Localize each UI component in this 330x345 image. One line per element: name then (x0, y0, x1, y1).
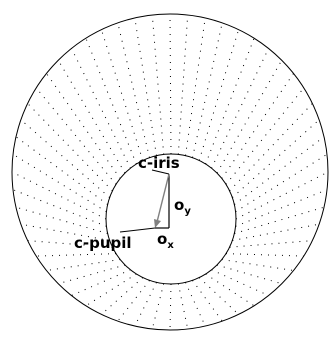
radial-dotted-line (85, 38, 137, 165)
radial-dotted-line (27, 103, 113, 192)
radial-dotted-line (234, 136, 325, 205)
radial-dotted-line (234, 206, 325, 234)
radial-dotted-line (134, 282, 157, 327)
radial-dotted-line (169, 283, 172, 331)
radial-dotted-line (46, 259, 121, 271)
dotted-radial-lines (11, 13, 329, 331)
radial-dotted-line (151, 283, 165, 330)
radial-dotted-line (169, 13, 172, 155)
radial-dotted-line (198, 29, 240, 161)
offset-y-base: o (174, 196, 184, 214)
radial-dotted-line (205, 38, 255, 165)
radial-dotted-line (198, 277, 239, 315)
radial-dotted-line (177, 283, 189, 330)
c-iris-label: c-iris (138, 154, 180, 172)
radial-dotted-line (211, 48, 269, 169)
radial-dotted-line (100, 29, 144, 161)
radial-dotted-line (225, 253, 304, 257)
radial-dotted-line (117, 280, 150, 322)
inner-circle (105, 153, 237, 285)
center-offset-arrow-shaft (156, 173, 170, 223)
radial-dotted-line (11, 171, 107, 220)
radial-dotted-line (192, 22, 223, 158)
radial-dotted-line (151, 14, 165, 155)
offset-x-label: ox (157, 230, 174, 251)
radial-dotted-line (216, 264, 282, 285)
offset-x-subscript: x (167, 240, 174, 251)
radial-dotted-line (235, 189, 328, 227)
radial-dotted-line (15, 136, 108, 205)
offset-y-subscript: y (184, 206, 191, 217)
radial-dotted-line (71, 48, 131, 169)
c-pupil-pointer (119, 227, 156, 233)
radial-dotted-line (229, 103, 313, 192)
radial-dotted-line (134, 17, 157, 156)
radial-dotted-line (58, 264, 126, 285)
radial-dotted-line (15, 206, 108, 234)
offset-x-base: o (157, 230, 167, 248)
center-offset-arrow-head (154, 219, 161, 228)
radial-dotted-line (20, 119, 110, 198)
c-pupil-label: c-pupil (74, 234, 132, 252)
radial-dotted-line (36, 253, 117, 257)
outer-circle (11, 13, 329, 331)
radial-dotted-line (85, 273, 137, 307)
radial-dotted-line (46, 73, 121, 179)
radial-dotted-line (235, 153, 328, 213)
radial-dotted-line (12, 189, 107, 227)
radial-dotted-line (12, 153, 107, 213)
radial-dotted-line (235, 171, 329, 220)
radial-dotted-line (221, 259, 294, 271)
radial-dotted-line (117, 22, 150, 158)
radial-dotted-line (211, 269, 269, 296)
radial-dotted-line (57, 60, 126, 174)
offset-y-label: oy (174, 196, 191, 217)
radial-dotted-line (71, 269, 131, 296)
radial-dotted-line (216, 60, 283, 174)
radial-dotted-line (185, 282, 206, 327)
radial-dotted-line (101, 277, 144, 315)
radial-dotted-line (27, 240, 113, 248)
radial-dotted-line (232, 119, 320, 198)
radial-dotted-line (192, 280, 223, 322)
radial-dotted-line (205, 273, 255, 307)
radial-dotted-line (35, 87, 117, 185)
radial-dotted-line (232, 223, 320, 241)
radial-dotted-line (221, 73, 294, 179)
c-iris-pointer (151, 169, 170, 175)
radial-dotted-line (229, 240, 313, 248)
radial-dotted-line (185, 17, 206, 156)
radial-dotted-line (177, 14, 189, 155)
